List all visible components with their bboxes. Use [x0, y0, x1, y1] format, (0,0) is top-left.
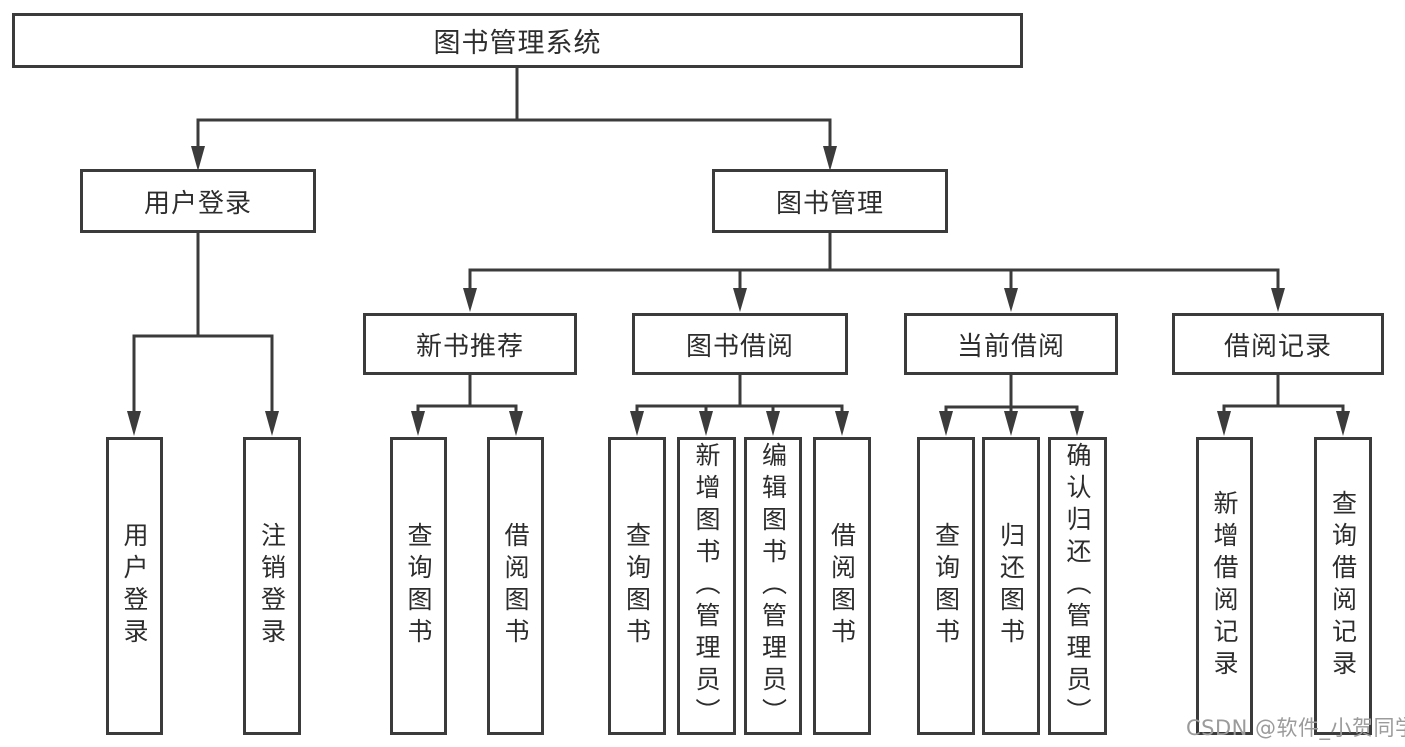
node-label: 新增借阅记录	[1210, 490, 1239, 682]
leaf-current-query-books: 查询图书	[917, 437, 975, 735]
node-label: 借阅记录	[1223, 331, 1332, 362]
node-user-login: 用户登录	[80, 169, 316, 233]
connector-group-book-management	[463, 231, 1285, 312]
node-label: 当前借阅	[956, 331, 1065, 362]
leaf-records-add-borrow-record: 新增借阅记录	[1196, 437, 1253, 735]
node-label: 图书管理	[775, 188, 884, 219]
node-label: 用户登录	[143, 188, 252, 219]
leaf-records-query-borrow-record: 查询借阅记录	[1314, 437, 1372, 735]
node-label: 查询借阅记录	[1328, 490, 1358, 682]
leaf-borrow-add-books-admin: 新增图书（管理员）	[677, 437, 736, 735]
connector-group-borrowing-records	[1217, 373, 1350, 436]
node-label: 新书推荐	[415, 331, 524, 362]
leaf-logout: 注销登录	[243, 437, 301, 735]
node-label: 归还图书	[996, 522, 1026, 650]
node-label: 借阅图书	[501, 522, 530, 650]
leaf-current-return-books: 归还图书	[982, 437, 1040, 735]
node-current-borrowing: 当前借阅	[904, 313, 1118, 375]
connector-group-root	[191, 64, 837, 171]
leaf-current-confirm-return-admin: 确认归还（管理员）	[1048, 437, 1107, 735]
leaf-borrow-borrow-books: 借阅图书	[813, 437, 871, 735]
node-borrowing-records: 借阅记录	[1172, 313, 1384, 375]
node-label: 注销登录	[257, 522, 287, 650]
node-book-management: 图书管理	[712, 169, 948, 233]
watermark-text: CSDN @软件_小贺同学	[1186, 716, 1405, 740]
node-label: 查询图书	[622, 522, 652, 650]
node-label: 借阅图书	[827, 522, 857, 650]
node-label: 图书借阅	[685, 331, 794, 362]
connector-group-new-book-recommendation	[411, 373, 523, 436]
leaf-recommend-query-books: 查询图书	[390, 437, 447, 735]
leaf-user-login: 用户登录	[106, 437, 163, 735]
connector-group-current-borrowing	[939, 373, 1084, 436]
leaf-borrow-query-books: 查询图书	[608, 437, 666, 735]
node-book-borrowing: 图书借阅	[632, 313, 848, 375]
node-label: 图书管理系统	[433, 28, 602, 59]
leaf-recommend-borrow-books: 借阅图书	[487, 437, 544, 735]
node-label: 查询图书	[404, 522, 433, 650]
node-new-book-recommendation: 新书推荐	[363, 313, 577, 375]
node-label: 用户登录	[120, 522, 149, 650]
connector-group-book-borrowing	[630, 373, 849, 436]
leaf-borrow-edit-books-admin: 编辑图书（管理员）	[744, 437, 802, 735]
node-label: 确认归还（管理员）	[1063, 442, 1092, 730]
node-library-management-system: 图书管理系统	[12, 13, 1023, 68]
connector-group-user-login	[127, 231, 279, 436]
node-label: 新增图书（管理员）	[692, 442, 721, 730]
node-label: 编辑图书（管理员）	[758, 442, 788, 730]
node-label: 查询图书	[931, 522, 961, 650]
